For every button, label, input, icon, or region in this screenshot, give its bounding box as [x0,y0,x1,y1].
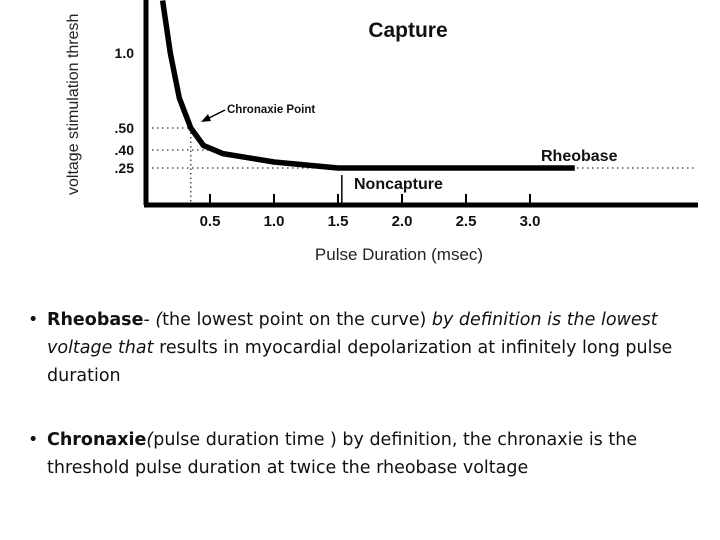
bullet-chronaxie: Chronaxie(pulse duration time ) by defin… [28,426,698,482]
rheobase-label: Rheobase [541,148,618,165]
term-chronaxie: Chronaxie [47,430,147,450]
bullet-rheobase: Rheobase- (the lowest point on the curve… [28,306,698,390]
italic-text: by definition is the lowest voltage that [47,310,658,358]
noncapture-label: Noncapture [354,176,443,193]
chronaxie-label: Chronaxie Point [227,104,315,116]
x-tick-label: 1.0 [264,213,285,230]
y-tick-label: .40 [115,142,135,158]
sep: - [143,310,156,330]
x-tick-label: 1.5 [328,213,349,230]
capture-label: Capture [368,19,447,42]
chronaxie-arrowhead [201,114,211,122]
x-axis-label: Pulse Duration (msec) [315,245,483,264]
x-tick-label: 3.0 [520,213,541,230]
y-axis-label: voltage stimulation thresh [65,14,82,195]
strength-duration-curve [159,0,575,171]
strength-duration-chart: 0.5 1.0 1.5 2.0 2.5 3.0 1.0 .50 .40 .25 Capture N… [65,0,698,264]
y-tick-label: .25 [115,160,135,176]
y-tick-label: .50 [115,120,135,136]
paren: ( [155,310,163,330]
text: the lowest point on the curve) [162,310,432,330]
y-tick-label: 1.0 [115,45,135,61]
term-rheobase: Rheobase [47,310,144,330]
bullet-list: Rheobase- (the lowest point on the curve… [28,306,698,518]
text: results in myocardial depolarization at … [47,338,673,386]
x-tick-label: 2.5 [456,213,477,230]
text: pulse duration time ) by definition, the… [47,430,638,478]
x-tick-label: 2.0 [392,213,413,230]
paren: ( [146,430,154,450]
x-tick-label: 0.5 [200,213,221,230]
